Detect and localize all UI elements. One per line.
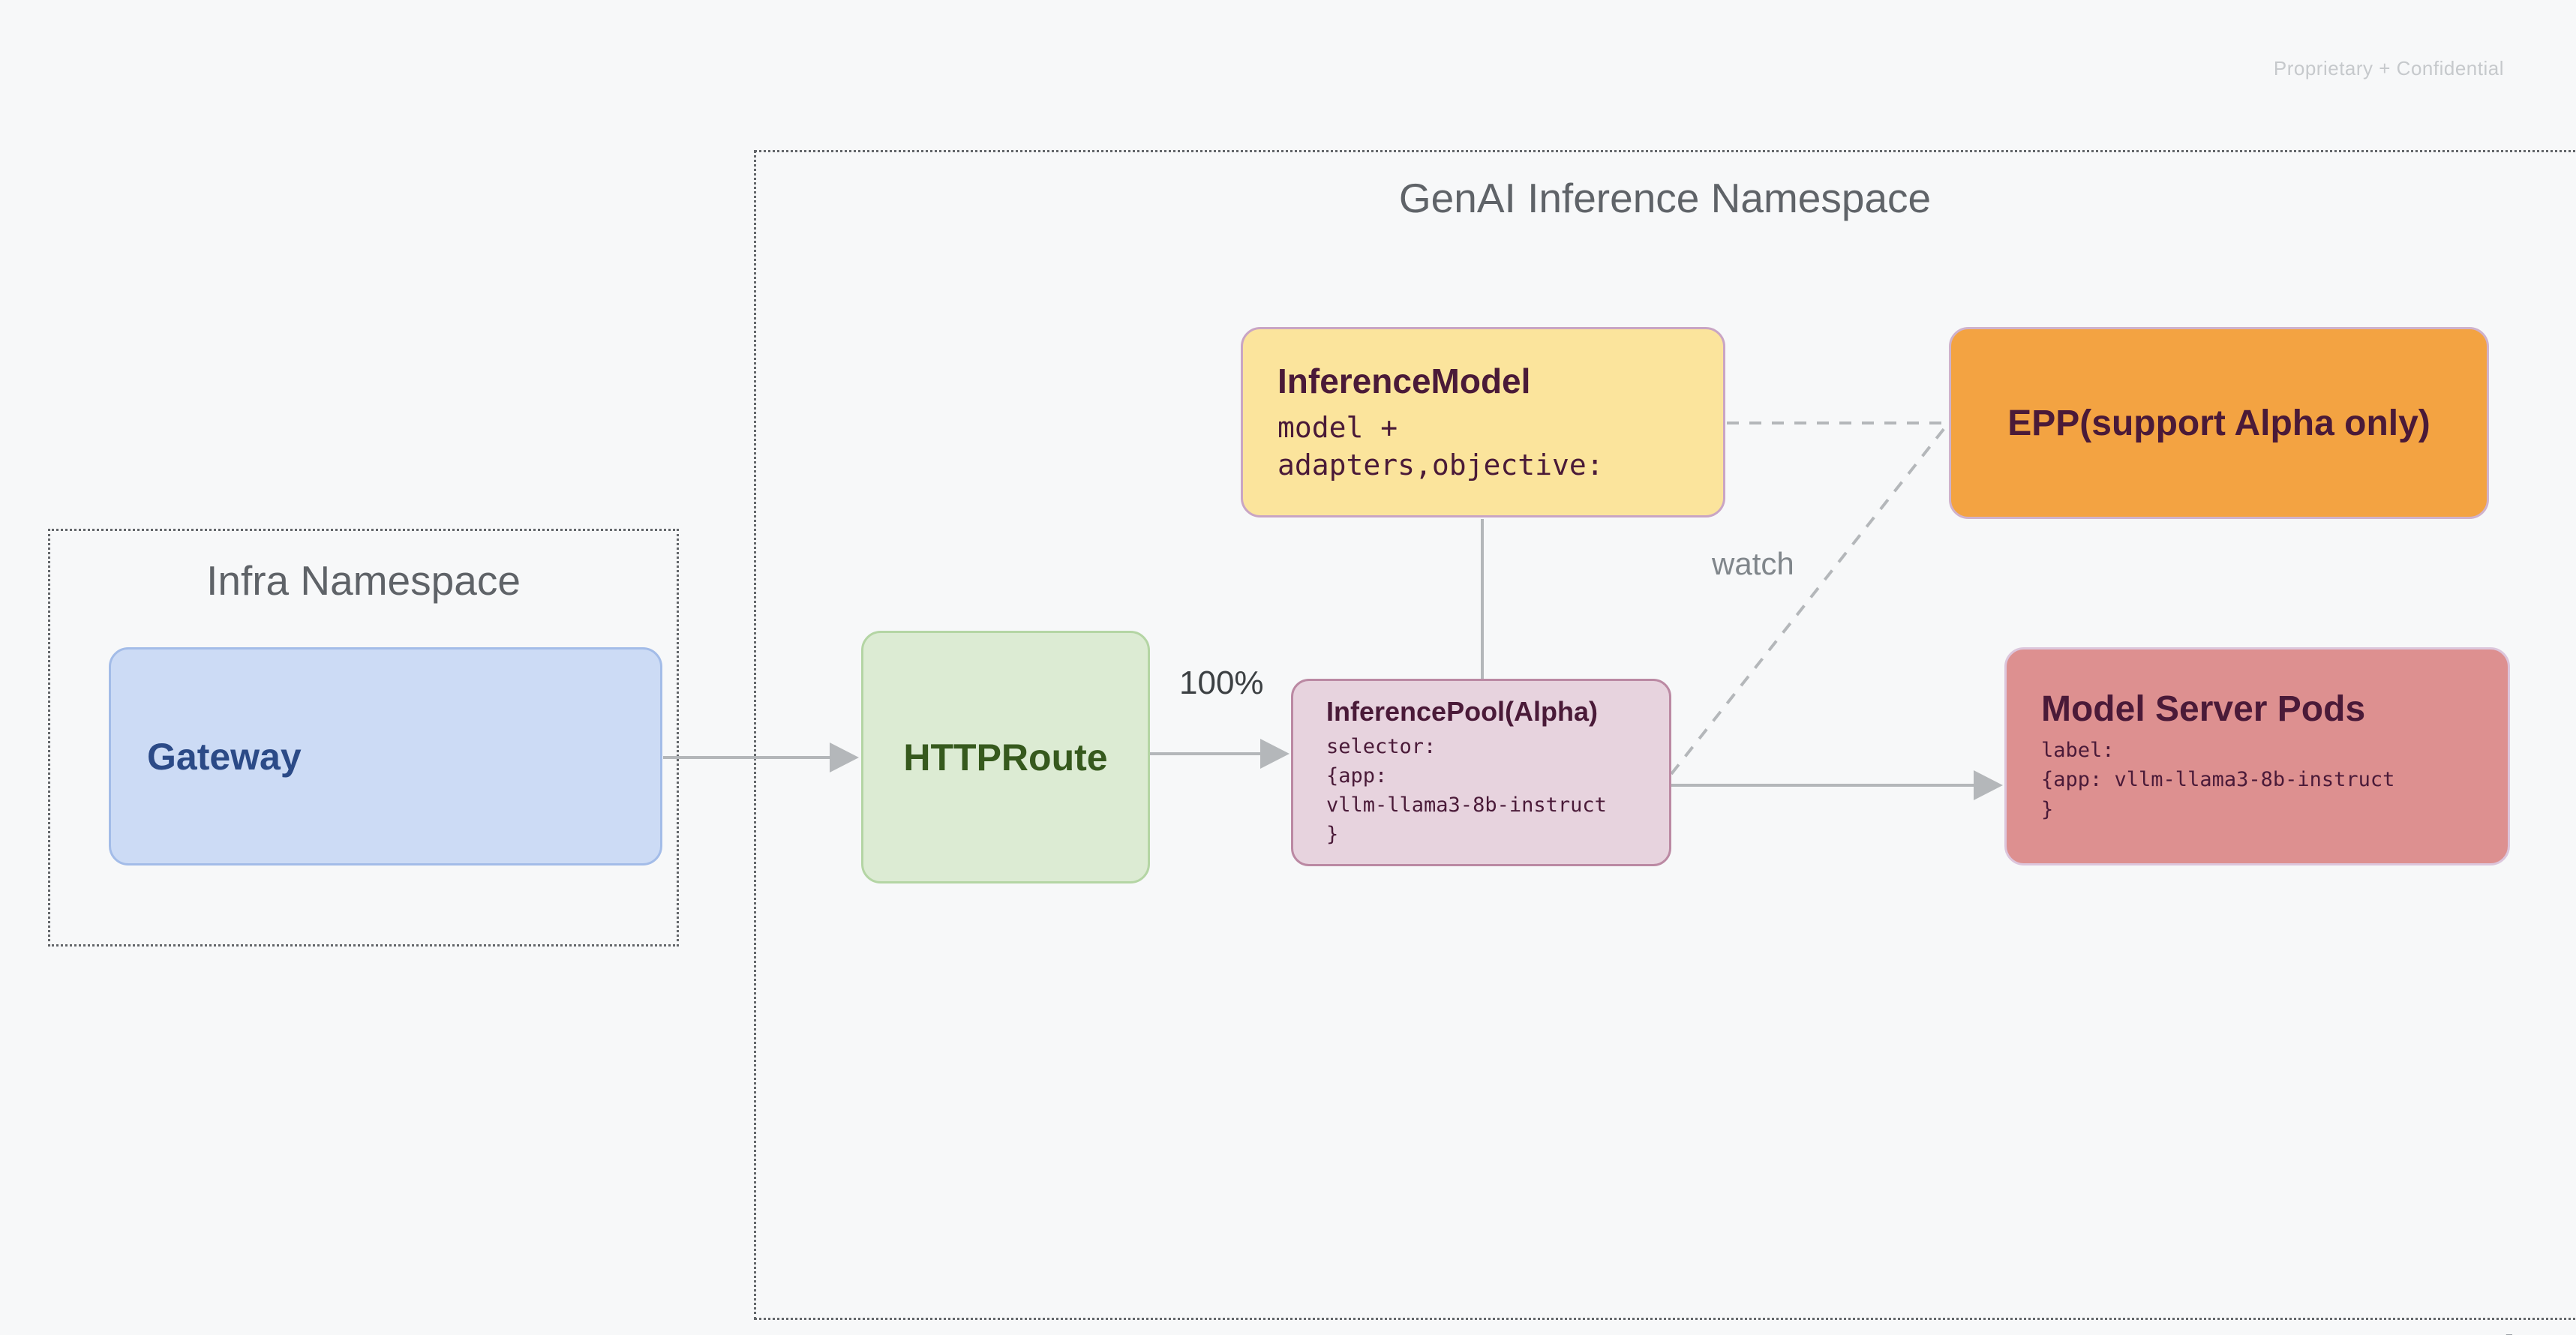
httproute-label: HTTPRoute — [903, 736, 1108, 778]
gateway-label: Gateway — [147, 735, 302, 778]
watch-label: watch — [1712, 546, 1794, 581]
model-server-pods-node: Model Server Pods label: {app: vllm-llam… — [2004, 647, 2510, 866]
model-server-pods-label-spec: label: {app: vllm-llama3-8b-instruct } — [2041, 739, 2395, 821]
inference-pool-selector: selector: {app: vllm-llama3-8b-instruct … — [1326, 734, 1607, 847]
inference-model-title: InferenceModel — [1277, 361, 1531, 400]
infra-namespace-title: Infra Namespace — [206, 557, 521, 604]
route-weight-label: 100% — [1179, 664, 1264, 701]
httproute-node: HTTPRoute — [861, 631, 1150, 884]
model-server-pods-title: Model Server Pods — [2041, 689, 2366, 730]
inference-model-node: InferenceModel model + adapters,objectiv… — [1241, 327, 1725, 518]
inference-model-spec: model + adapters,objective: — [1277, 410, 1604, 482]
inference-pool-title: InferencePool(Alpha) — [1326, 695, 1599, 727]
epp-label: EPP(support Alpha only) — [2007, 403, 2430, 443]
genai-namespace-title: GenAI Inference Namespace — [1398, 175, 1932, 221]
inference-pool-node: InferencePool(Alpha) selector: {app: vll… — [1291, 679, 1671, 866]
genai-namespace-box — [754, 150, 2576, 1320]
confidential-note: Proprietary + Confidential — [2273, 57, 2504, 80]
google-logo-partial: Google — [2385, 1326, 2541, 1335]
epp-node: EPP(support Alpha only) — [1949, 327, 2489, 519]
gateway-node: Gateway — [109, 647, 662, 866]
infra-namespace-box — [48, 529, 679, 946]
